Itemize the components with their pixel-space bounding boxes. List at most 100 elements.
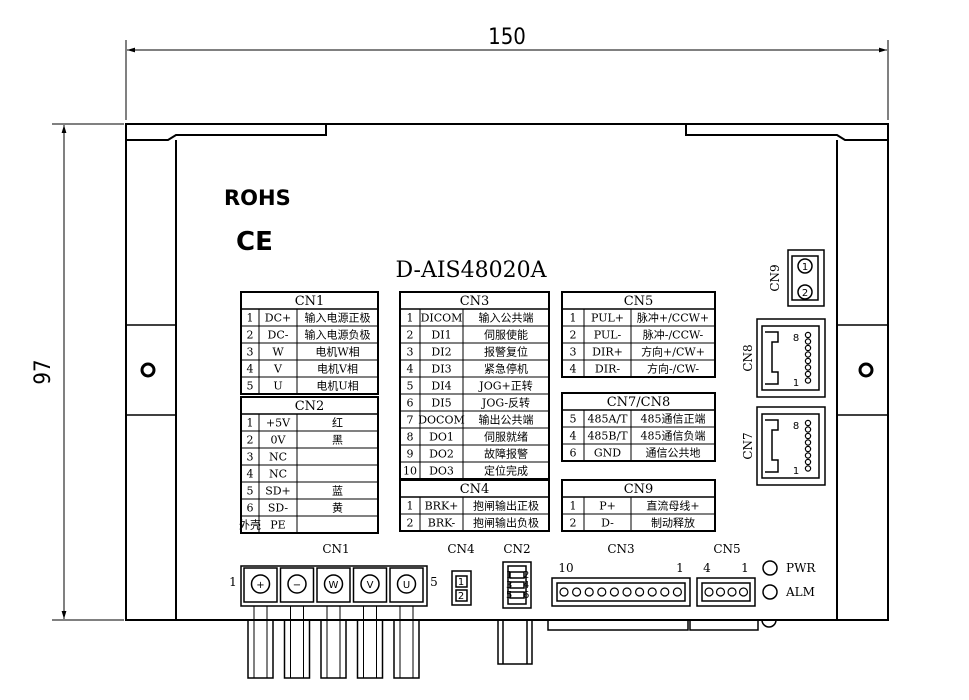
header-pin — [715, 587, 726, 597]
header-pin — [704, 587, 714, 597]
cn3-header — [551, 577, 691, 607]
cn3-cell: 9 — [407, 448, 414, 461]
cn3-cell: 7 — [407, 414, 414, 427]
cn3-cell: 4 — [407, 363, 414, 376]
cn3-cell: DI5 — [431, 397, 451, 410]
terminal-block-frame — [240, 565, 428, 607]
cn3-cell: 6 — [407, 397, 414, 410]
cn3-cell: DI1 — [431, 329, 451, 342]
cn78-cell: 5 — [570, 413, 577, 426]
cn2-cell: 外壳 — [239, 518, 261, 532]
cn2-pin-1: 1 — [506, 570, 512, 581]
cn5-cell: 方向+/CW+ — [641, 345, 705, 359]
terminal-label: U — [403, 580, 410, 591]
cn2-cell: 3 — [247, 451, 254, 464]
cn78-cell: 485通信负端 — [641, 429, 706, 443]
cn5-cell: 3 — [570, 346, 577, 359]
rj45-pin — [804, 351, 812, 358]
rj45-pin — [804, 338, 812, 345]
cn5-pin-row — [704, 587, 749, 597]
bottom-cn4-label: CN4 — [447, 542, 475, 556]
cn5-cell: 4 — [570, 363, 577, 376]
cn3-cell: JOG+正转 — [478, 379, 532, 393]
bottom-cn5-label: CN5 — [713, 542, 740, 556]
cn1-cell: 2 — [247, 329, 254, 342]
header-pin — [559, 587, 569, 597]
cn3-cell: 伺服就绪 — [484, 430, 528, 444]
terminal-housing — [243, 567, 278, 603]
cn8-label: CN8 — [741, 344, 755, 371]
alm-label: ALM — [785, 585, 815, 599]
cn5-cell: 脉冲-/CCW- — [643, 328, 704, 342]
rj45-pin — [804, 465, 812, 472]
cn1-cell: 5 — [247, 380, 254, 393]
cn3-cell: DO2 — [429, 448, 454, 461]
terminal-screw — [396, 574, 417, 594]
header-pin — [727, 587, 737, 597]
cn5-pin-4: 4 — [703, 561, 711, 575]
bottom-cn1-pin-5: 5 — [430, 575, 438, 589]
cn9-cell: P+ — [599, 500, 616, 513]
cn1-cell: V — [273, 363, 283, 376]
cn2-pin-5: 5 — [506, 590, 512, 601]
cn5-cell: 方向-/CW- — [647, 362, 699, 376]
cn4-plug — [451, 570, 472, 606]
cn9-cell: D- — [601, 517, 614, 530]
cn2-cell: 蓝 — [332, 485, 343, 498]
cn3-cell: 5 — [407, 380, 414, 393]
cn1-cell: 4 — [247, 363, 254, 376]
rj45-pin — [804, 357, 812, 365]
pwr-label: PWR — [786, 561, 816, 575]
cn2-cell: SD- — [268, 502, 289, 515]
cn9-table-title: CN9 — [624, 482, 654, 497]
cn2-cell: 1 — [247, 417, 254, 430]
cn1-cell: 1 — [247, 312, 254, 325]
cn8-rj45 — [756, 318, 826, 398]
cn3-cell: 紧急停机 — [484, 362, 528, 376]
bottom-cn3-label: CN3 — [607, 542, 634, 556]
terminal-label: + — [256, 580, 264, 591]
cn7-pin-row — [804, 419, 812, 472]
cn1-cell: U — [273, 380, 282, 393]
cn4-pin-2: 2 — [458, 591, 464, 602]
cn3-cell: 伺服使能 — [484, 328, 528, 342]
cn78-cell: 6 — [570, 447, 577, 460]
cn4-table-title: CN4 — [460, 482, 490, 497]
cn3-cell: DI2 — [431, 346, 451, 359]
cn5-cell: 脉冲+/CCW+ — [637, 311, 709, 325]
terminal-lead — [320, 619, 347, 679]
mount-hole-left — [140, 362, 156, 378]
cn3-pin-10: 10 — [558, 561, 573, 575]
cn2-cell: 红 — [332, 417, 343, 430]
bottom-cn2-label: CN2 — [503, 542, 530, 556]
cn5-table-title: CN5 — [624, 294, 654, 309]
terminal-screw — [287, 574, 307, 594]
cn78-cell: 485B/T — [587, 430, 628, 443]
ce-logo: CE — [236, 227, 273, 257]
cn78-table-title: CN7/CN8 — [607, 395, 671, 410]
cn7-pin-top: 8 — [793, 421, 799, 432]
cn5-cell: DIR+ — [592, 346, 623, 359]
rj45-pin — [804, 377, 812, 384]
cn8-pin-top: 8 — [793, 333, 799, 344]
cn2-cell: 6 — [247, 502, 254, 515]
cn4-table-frame — [399, 479, 550, 532]
terminal-screw — [360, 574, 380, 594]
cn1-cell: W — [272, 346, 284, 359]
rj45-pin — [804, 439, 812, 446]
cn3-cell: 故障报警 — [484, 447, 528, 461]
cn3-cell: 输出公共端 — [479, 413, 534, 427]
cn2-pin-2: 2 — [523, 570, 529, 581]
cn9-cell: 2 — [570, 517, 577, 530]
height-label: 97 — [31, 359, 56, 384]
cn3-cell: DOCOM — [418, 414, 465, 427]
cn8-pin-row — [804, 331, 812, 384]
cn3-table-title: CN3 — [460, 294, 490, 309]
cn3-cell: 1 — [407, 312, 414, 325]
header-pin — [672, 587, 683, 597]
rj45-pin — [804, 432, 812, 440]
cn1-cell: 输入电源正极 — [305, 311, 371, 325]
